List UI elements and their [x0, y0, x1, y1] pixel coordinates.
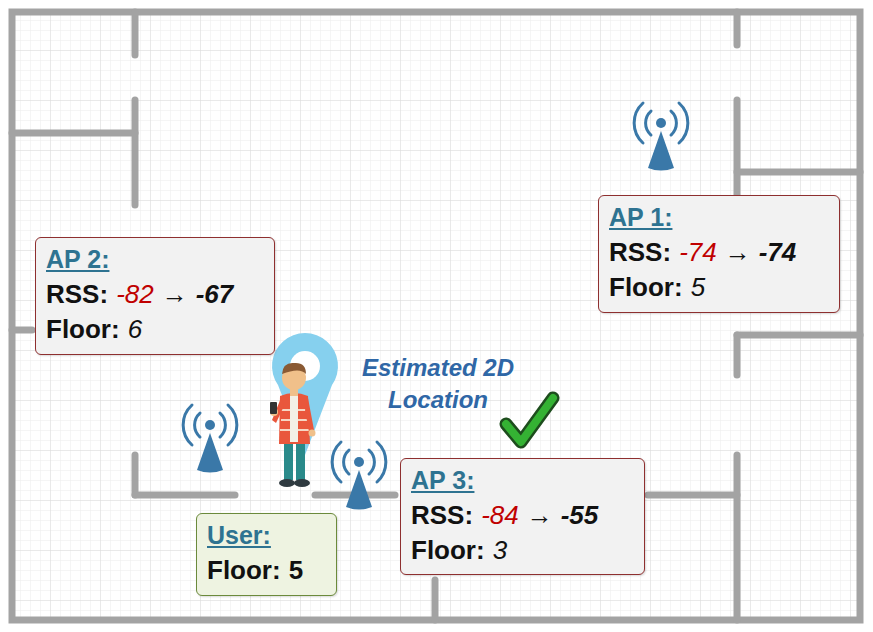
access-point-box: AP 2: RSS: -82 → -67Floor: 6: [35, 237, 275, 355]
access-point-icon: [183, 405, 237, 473]
box-text: RSS:: [609, 237, 671, 267]
text-line: Floor: 3: [411, 533, 634, 568]
text-line: Floor: 5: [207, 553, 326, 588]
box-text: →: [527, 500, 553, 530]
estimate-label: Estimated 2D Location: [338, 352, 538, 416]
box-heading: User:: [207, 521, 271, 549]
grid-floor: [12, 12, 860, 620]
box-text: -82: [116, 279, 154, 309]
access-point-icon: [634, 103, 688, 171]
box-text: -84: [481, 500, 519, 530]
check-mark: [506, 398, 553, 442]
text-line: AP 1:: [609, 200, 829, 235]
box-text: Floor:: [207, 555, 281, 585]
box-heading: AP 1:: [609, 203, 672, 231]
text-line: AP 3:: [411, 463, 634, 498]
box-text: 5: [289, 555, 303, 585]
box-text: 5: [691, 272, 705, 302]
box-text: →: [725, 237, 751, 267]
box-text: Floor:: [609, 272, 683, 302]
text-line: RSS: -74 → -74: [609, 235, 829, 270]
access-point-box: AP 3: RSS: -84 → -55Floor: 3: [400, 458, 645, 575]
user-box: User: Floor: 5: [196, 513, 337, 596]
box-text: 6: [128, 314, 142, 344]
walls: [12, 12, 860, 620]
text-line: RSS: -84 → -55: [411, 498, 634, 533]
box-text: -74: [759, 237, 797, 267]
text-line: Floor: 6: [46, 312, 264, 347]
access-point-icon: [332, 442, 386, 510]
box-text: -67: [196, 279, 234, 309]
user-figure: [270, 363, 316, 487]
box-text: RSS:: [46, 279, 108, 309]
location-pin: [272, 333, 338, 455]
text-line: User:: [207, 518, 326, 553]
box-heading: AP 2:: [46, 245, 109, 273]
box-text: Floor:: [411, 535, 485, 565]
box-text: →: [162, 279, 188, 309]
text-line: RSS: -82 → -67: [46, 277, 264, 312]
box-text: -55: [561, 500, 599, 530]
text-line: Floor: 5: [609, 270, 829, 305]
box-text: Floor:: [46, 314, 120, 344]
access-point-box: AP 1: RSS: -74 → -74Floor: 5: [598, 195, 840, 313]
box-text: -74: [679, 237, 717, 267]
box-heading: AP 3:: [411, 466, 474, 494]
box-text: RSS:: [411, 500, 473, 530]
box-text: 3: [493, 535, 507, 565]
text-line: AP 2:: [46, 242, 264, 277]
